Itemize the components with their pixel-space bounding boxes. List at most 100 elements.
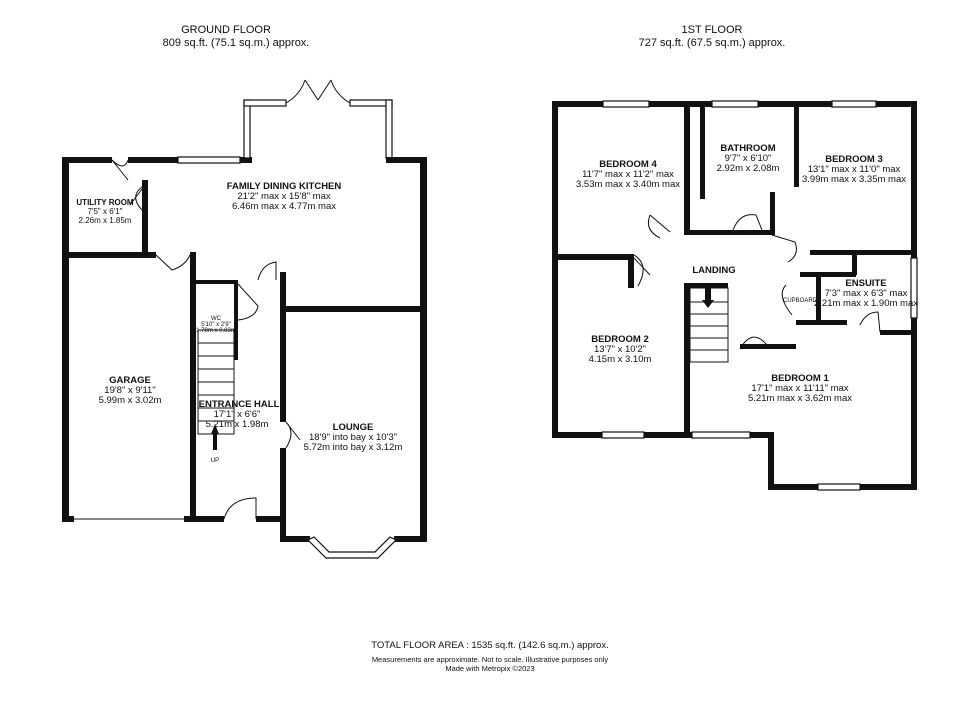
kitchen-top-wall-left: [128, 157, 180, 163]
bed4-right-wall: [684, 107, 690, 231]
bed1-window-bottom: [817, 483, 861, 491]
ensuite-left-wall-top: [852, 250, 857, 275]
ground-floor-plan: [62, 79, 427, 559]
garage-room: GARAGE 19'8" x 9'11" 5.99m x 3.02m: [99, 375, 162, 406]
lounge-bay-window: [306, 536, 398, 559]
lounge-name: LOUNGE: [333, 422, 374, 433]
bathroom: BATHROOM 9'7" x 6'10" 2.92m x 2.08m: [717, 143, 780, 174]
kitchen-name: FAMILY DINING KITCHEN: [227, 181, 342, 192]
first-floor-area: 727 sq.ft. (67.5 sq.m.) approx.: [639, 37, 786, 49]
bed1-top-wall: [740, 344, 796, 349]
bath-imperial: 9'7" x 6'10": [725, 153, 772, 164]
wc-imperial: 5'10" x 2'9": [201, 322, 231, 328]
wc-room: WC 5'10" x 2'9" 1.78m x 0.83m: [196, 316, 236, 334]
bed1-metric: 5.21m max x 3.62m max: [748, 393, 852, 404]
bed2-door: [633, 254, 651, 287]
stair-up-label: UP: [211, 458, 219, 464]
lounge-room: LOUNGE 18'9" into bay x 10'3" 5.72m into…: [304, 422, 403, 453]
lounge-left-wall-top: [280, 272, 286, 422]
utility-room-metric: 2.26m x 1.85m: [79, 216, 132, 225]
bed3-door: [771, 234, 797, 263]
bay-top-left-window: [243, 99, 287, 107]
hall-name: ENTRANCE HALL: [199, 399, 280, 410]
bath-metric: 2.92m x 2.08m: [717, 163, 780, 174]
wc-metric: 1.78m x 0.83m: [196, 328, 236, 334]
bed1-bottom-left: [750, 432, 772, 438]
metropix-credit: Made with Metropix ©2023: [445, 664, 534, 673]
stair-top-wall: [684, 283, 728, 288]
cupboard-bottom-wall: [796, 320, 821, 325]
entrance-hall-room: ENTRANCE HALL 17'1" x 6'6" 5.21m x 1.98m…: [199, 399, 280, 464]
wc-right-wall: [234, 280, 238, 360]
bed2-bottom-left: [552, 432, 602, 438]
first-right-wall-top: [911, 101, 917, 258]
bed2-metric: 4.15m x 3.10m: [589, 354, 652, 365]
ensuite-name: ENSUITE: [845, 278, 886, 289]
ensuite-left-wall: [816, 277, 821, 325]
garage-name: GARAGE: [109, 375, 151, 386]
lounge-bottom-left: [280, 536, 310, 542]
ensuite-bottom-left: [821, 320, 847, 325]
french-doors: [285, 79, 351, 104]
bed4-bottom-wall: [552, 254, 632, 260]
bed4-window: [602, 100, 650, 108]
lounge-imperial: 18'9" into bay x 10'3": [309, 432, 397, 443]
landing-top-wall: [684, 230, 772, 235]
bed1-door: [739, 336, 767, 350]
lounge-top-wall: [280, 306, 427, 312]
bed3-window: [831, 100, 877, 108]
first-right-wall-bottom: [911, 318, 917, 490]
hall-imperial: 17'1" x 6'6": [214, 409, 261, 420]
ground-floor-heading: GROUND FLOOR: [181, 24, 271, 36]
total-floor-area: TOTAL FLOOR AREA : 1535 sq.ft. (142.6 sq…: [371, 640, 608, 651]
bath-door: [732, 214, 763, 231]
bath-name: BATHROOM: [720, 143, 775, 154]
bath-window: [711, 100, 759, 108]
ensuite-door: [859, 311, 881, 333]
first-left-wall: [552, 101, 558, 438]
bed1-imperial: 17'1" max x 11'11" max: [751, 383, 848, 394]
kitchen-top-wall-right: [386, 157, 426, 163]
bed3-name: BEDROOM 3: [825, 154, 883, 165]
disclaimer: Measurements are approximate. Not to sca…: [372, 655, 609, 664]
bed3-bottom-wall: [810, 250, 917, 255]
garage-right-wall: [190, 252, 196, 522]
first-floor-heading: 1ST FLOOR: [682, 24, 743, 36]
bay-right-window: [385, 99, 393, 159]
bed1-bottom-right: [860, 484, 917, 490]
bedroom-4: BEDROOM 4 11'7" max x 11'2" max 3.53m ma…: [576, 159, 680, 190]
kitchen-hall-door: [257, 261, 277, 281]
bed2-right-wall-top: [628, 254, 634, 288]
ground-stairs: [197, 329, 235, 450]
bed4-name: BEDROOM 4: [599, 159, 657, 170]
garage-bottom-left: [62, 516, 74, 522]
kitchen-window: [177, 156, 241, 164]
utility-top-wall: [62, 157, 112, 163]
hall-bottom-wall: [184, 516, 224, 522]
bed3-imperial: 13'1" max x 11'0" max: [808, 164, 901, 175]
bed2-imperial: 13'7" x 10'2": [594, 344, 646, 355]
garage-imperial: 19'8" x 9'11": [104, 385, 155, 396]
lounge-left-wall-bottom: [280, 448, 286, 542]
ensuite-bottom-wall: [880, 330, 917, 335]
wc-name: WC: [211, 316, 222, 322]
hall-bottom-wall-right: [256, 516, 284, 522]
ensuite-metric: 2.21m max x 1.90m max: [814, 298, 918, 309]
bed1-bottom-wall: [768, 484, 818, 490]
ensuite-imperial: 7'3" max x 6'3" max: [825, 288, 908, 299]
bedroom-1: BEDROOM 1 17'1" max x 11'11" max 5.21m m…: [748, 373, 852, 404]
landing-name: LANDING: [692, 265, 735, 276]
bay-left-window: [243, 99, 251, 159]
bed4-metric: 3.53m max x 3.40m max: [576, 179, 680, 190]
bed1-name: BEDROOM 1: [771, 373, 829, 384]
bedroom-2: BEDROOM 2 13'7" x 10'2" 4.15m x 3.10m: [589, 334, 652, 365]
ground-floor-area: 809 sq.ft. (75.1 sq.m.) approx.: [163, 37, 310, 49]
garage-metric: 5.99m x 3.02m: [99, 395, 162, 406]
bed1-window-left: [691, 431, 751, 439]
cupboard-name: CUPBOARD: [783, 298, 818, 304]
bed1-step-wall: [768, 432, 774, 490]
garage-internal-door: [155, 254, 191, 271]
kitchen-top-wall: [240, 157, 252, 163]
bed3-metric: 3.99m max x 3.35m max: [802, 174, 906, 185]
